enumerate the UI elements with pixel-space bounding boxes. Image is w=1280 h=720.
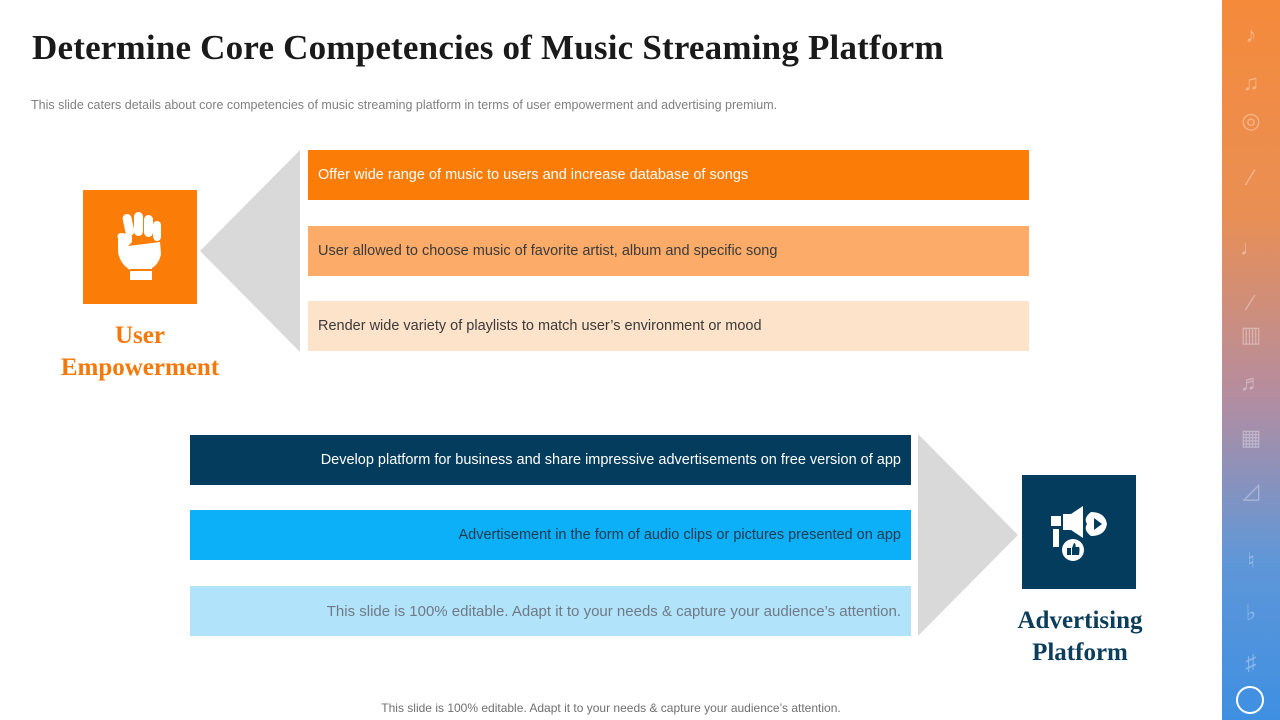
advertising-item-1: Develop platform for business and share … bbox=[190, 435, 911, 485]
music-note-icon: ♫ bbox=[1242, 70, 1260, 95]
user-empowerment-label-line1: User bbox=[115, 322, 165, 349]
slide-subtitle: This slide caters details about core com… bbox=[31, 98, 778, 112]
user-empowerment-label-line2: Empowerment bbox=[60, 354, 220, 381]
left-pointing-arrow-shape bbox=[200, 150, 300, 352]
violin-icon: ♮ bbox=[1247, 548, 1255, 573]
advertising-platform-label-line2: Platform bbox=[1032, 639, 1128, 666]
circle-button-icon[interactable] bbox=[1236, 686, 1264, 714]
saxophone-icon: ♭ bbox=[1245, 600, 1257, 625]
advertising-megaphone-icon bbox=[1051, 506, 1107, 561]
user-empowerment-item-1: Offer wide range of music to users and i… bbox=[308, 150, 1029, 200]
flute-icon: ⁄ bbox=[1249, 165, 1253, 190]
user-empowerment-item-3: Render wide variety of playlists to matc… bbox=[308, 301, 1029, 351]
advertising-item-1-text: Develop platform for business and share … bbox=[320, 452, 901, 468]
advertising-icon-box bbox=[1022, 475, 1136, 589]
user-empowerment-item-1-text: Offer wide range of music to users and i… bbox=[318, 167, 749, 183]
guitar-icon: ♬ bbox=[1240, 370, 1262, 395]
user-empowerment-item-2-text: User allowed to choose music of favorite… bbox=[318, 243, 778, 259]
user-empowerment-icon-box bbox=[83, 190, 197, 304]
drumstick-icon: ∕ bbox=[1249, 290, 1253, 315]
advertising-platform-label-line1: Advertising bbox=[1017, 607, 1143, 634]
user-empowerment-label: User Empowerment bbox=[40, 320, 240, 384]
accordion-icon: ▥ bbox=[1240, 322, 1262, 347]
advertising-platform-label: Advertising Platform bbox=[980, 605, 1180, 669]
advertising-item-3-text: This slide is 100% editable. Adapt it to… bbox=[326, 602, 901, 620]
advertising-item-2: Advertisement in the form of audio clips… bbox=[190, 510, 911, 560]
record-icon: ◎ bbox=[1241, 108, 1261, 133]
harp-icon: ◿ bbox=[1242, 478, 1260, 503]
trumpet-icon: ♩ bbox=[1240, 235, 1262, 260]
advertising-item-2-text: Advertisement in the form of audio clips… bbox=[458, 527, 902, 543]
user-empowerment-item-2: User allowed to choose music of favorite… bbox=[308, 226, 1029, 276]
raised-fist-icon bbox=[117, 212, 161, 280]
user-empowerment-item-3-text: Render wide variety of playlists to matc… bbox=[318, 318, 762, 334]
advertising-item-3: This slide is 100% editable. Adapt it to… bbox=[190, 586, 911, 636]
right-pointing-arrow-shape bbox=[918, 434, 1018, 636]
decorative-sidebar: ♪ ♫ ◎ ⁄ ♩ ∕ ▥ ♬ ▦ ◿ ♮ ♭ ♯ bbox=[1222, 0, 1280, 720]
microphone-icon: ♯ bbox=[1245, 650, 1257, 675]
slide-footer: This slide is 100% editable. Adapt it to… bbox=[381, 701, 841, 715]
slide-title: Determine Core Competencies of Music Str… bbox=[32, 28, 944, 67]
xylophone-icon: ▦ bbox=[1240, 425, 1262, 450]
music-note-icon: ♪ bbox=[1245, 22, 1257, 47]
